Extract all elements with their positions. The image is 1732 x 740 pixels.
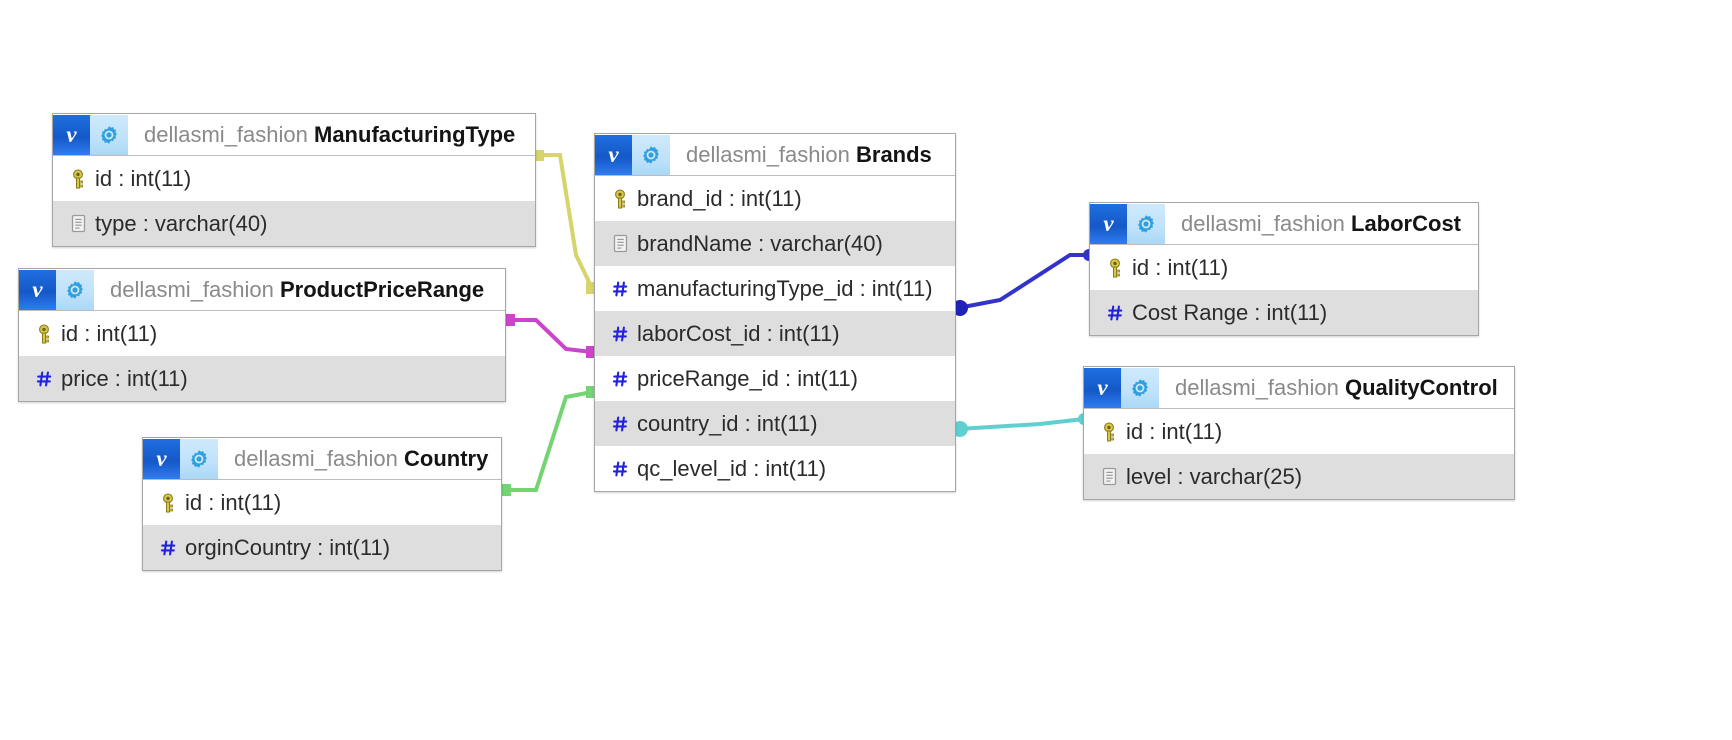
connector-country-brands — [499, 386, 598, 496]
table-schema-label: dellasmi_fashion — [686, 141, 850, 167]
column-label: brandName : varchar(40) — [637, 230, 883, 256]
column-label: level : varchar(25) — [1126, 463, 1303, 489]
gear-icon[interactable] — [180, 438, 218, 479]
column-label: id : int(11) — [1126, 418, 1223, 444]
view-badge-icon: v — [53, 114, 90, 155]
column-label: country_id : int(11) — [637, 410, 818, 436]
table-name-label: LaborCost — [1351, 210, 1461, 236]
key-icon — [1102, 257, 1128, 278]
table-name-label: ProductPriceRange — [280, 276, 485, 302]
gear-icon[interactable] — [1121, 367, 1159, 408]
connector-brands-qualitycontrol — [952, 413, 1090, 437]
view-badge-icon: v — [19, 269, 56, 310]
column-label: priceRange_id : int(11) — [637, 365, 858, 391]
column-row[interactable]: brand_id : int(11) — [595, 176, 955, 221]
column-label: price : int(11) — [61, 365, 188, 391]
gear-icon[interactable] — [90, 114, 128, 155]
column-row[interactable]: id : int(11) — [1090, 245, 1478, 290]
column-label: type : varchar(40) — [95, 210, 268, 236]
column-row[interactable]: priceRange_id : int(11) — [595, 356, 955, 401]
table-brands[interactable]: v dellasmi_fashion Brands brand_id : int(1… — [594, 133, 956, 492]
table-country[interactable]: v dellasmi_fashion Country id : int(11) org… — [142, 437, 502, 571]
document-icon — [1096, 467, 1122, 486]
column-row[interactable]: qc_level_id : int(11) — [595, 446, 955, 491]
column-label: id : int(11) — [185, 489, 282, 515]
gear-icon[interactable] — [1127, 203, 1165, 244]
column-row[interactable]: Cost Range : int(11) — [1090, 290, 1478, 335]
column-label: id : int(11) — [61, 320, 158, 346]
table-header-productpricerange[interactable]: v dellasmi_fashion ProductPriceRange — [19, 269, 505, 311]
hash-icon — [607, 280, 633, 298]
key-icon — [65, 168, 91, 189]
document-icon — [607, 234, 633, 253]
table-title-manufacturingtype: dellasmi_fashion ManufacturingType — [128, 122, 531, 148]
connector-manufacturingtype-brands — [533, 150, 598, 294]
table-name-label: Country — [404, 445, 489, 471]
view-badge-icon: v — [595, 134, 632, 175]
table-schema-label: dellasmi_fashion — [1181, 210, 1345, 236]
table-schema-label: dellasmi_fashion — [234, 445, 398, 471]
column-label: Cost Range : int(11) — [1132, 299, 1328, 325]
column-row[interactable]: orginCountry : int(11) — [143, 525, 501, 570]
column-label: brand_id : int(11) — [637, 185, 802, 211]
column-label: id : int(11) — [1132, 254, 1229, 280]
table-laborcost[interactable]: v dellasmi_fashion LaborCost id : int(11) C… — [1089, 202, 1479, 336]
connector-brands-laborcost — [952, 249, 1095, 316]
column-label: laborCost_id : int(11) — [637, 320, 840, 346]
table-title-productpricerange: dellasmi_fashion ProductPriceRange — [94, 277, 500, 303]
key-icon — [1096, 421, 1122, 442]
column-label: manufacturingType_id : int(11) — [637, 275, 933, 301]
table-manufacturingtype[interactable]: v dellasmi_fashion ManufacturingType id : … — [52, 113, 536, 247]
column-row[interactable]: brandName : varchar(40) — [595, 221, 955, 266]
view-badge-icon: v — [1090, 203, 1127, 244]
column-label: id : int(11) — [95, 165, 192, 191]
table-qualitycontrol[interactable]: v dellasmi_fashion QualityControl id : int… — [1083, 366, 1515, 500]
document-icon — [65, 214, 91, 233]
column-label: orginCountry : int(11) — [185, 534, 391, 560]
column-row[interactable]: id : int(11) — [53, 156, 535, 201]
hash-icon — [607, 325, 633, 343]
column-row[interactable]: type : varchar(40) — [53, 201, 535, 246]
gear-icon[interactable] — [56, 269, 94, 310]
table-header-manufacturingtype[interactable]: v dellasmi_fashion ManufacturingType — [53, 114, 535, 156]
table-header-country[interactable]: v dellasmi_fashion Country — [143, 438, 501, 480]
table-title-brands: dellasmi_fashion Brands — [670, 142, 948, 168]
key-icon — [31, 323, 57, 344]
table-schema-label: dellasmi_fashion — [110, 276, 274, 302]
column-row[interactable]: id : int(11) — [1084, 409, 1514, 454]
connector-productpricerange-brands — [503, 314, 598, 358]
table-header-laborcost[interactable]: v dellasmi_fashion LaborCost — [1090, 203, 1478, 245]
view-badge-icon: v — [1084, 367, 1121, 408]
table-header-brands[interactable]: v dellasmi_fashion Brands — [595, 134, 955, 176]
table-name-label: Brands — [856, 141, 932, 167]
gear-icon[interactable] — [632, 134, 670, 175]
table-name-label: QualityControl — [1345, 374, 1498, 400]
table-schema-label: dellasmi_fashion — [144, 121, 308, 147]
table-title-qualitycontrol: dellasmi_fashion QualityControl — [1159, 375, 1514, 401]
column-label: qc_level_id : int(11) — [637, 455, 827, 481]
table-title-country: dellasmi_fashion Country — [218, 446, 504, 472]
key-icon — [155, 492, 181, 513]
hash-icon — [607, 370, 633, 388]
hash-icon — [607, 460, 633, 478]
view-badge-icon: v — [143, 438, 180, 479]
hash-icon — [31, 370, 57, 388]
hash-icon — [155, 539, 181, 557]
column-row[interactable]: price : int(11) — [19, 356, 505, 401]
key-icon — [607, 188, 633, 209]
column-row[interactable]: country_id : int(11) — [595, 401, 955, 446]
column-row[interactable]: manufacturingType_id : int(11) — [595, 266, 955, 311]
column-row[interactable]: id : int(11) — [19, 311, 505, 356]
table-productpricerange[interactable]: v dellasmi_fashion ProductPriceRange id : … — [18, 268, 506, 402]
column-row[interactable]: laborCost_id : int(11) — [595, 311, 955, 356]
table-schema-label: dellasmi_fashion — [1175, 374, 1339, 400]
hash-icon — [607, 415, 633, 433]
column-row[interactable]: level : varchar(25) — [1084, 454, 1514, 499]
table-name-label: ManufacturingType — [314, 121, 516, 147]
column-row[interactable]: id : int(11) — [143, 480, 501, 525]
table-title-laborcost: dellasmi_fashion LaborCost — [1165, 211, 1477, 237]
hash-icon — [1102, 304, 1128, 322]
table-header-qualitycontrol[interactable]: v dellasmi_fashion QualityControl — [1084, 367, 1514, 409]
